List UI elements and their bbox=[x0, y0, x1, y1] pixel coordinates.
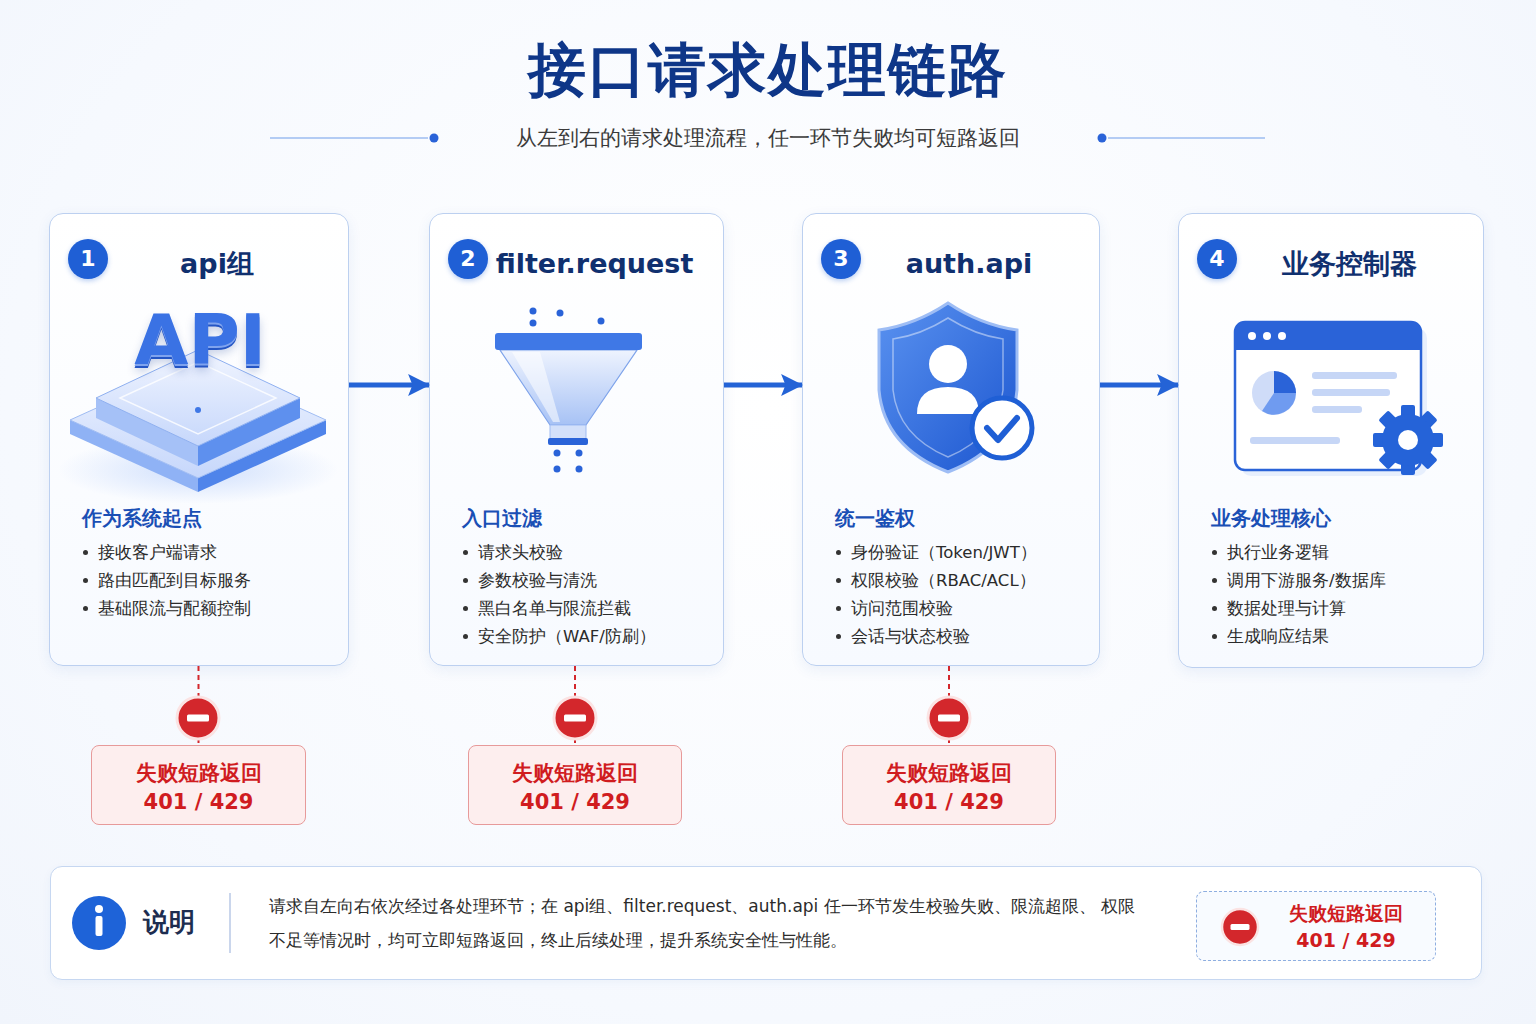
divider-line bbox=[1108, 137, 1265, 139]
error-text: 失败短路返回 bbox=[469, 759, 681, 787]
card-subheading: 作为系统起点 bbox=[82, 504, 202, 532]
step-badge: 4 bbox=[1197, 239, 1237, 279]
bullet-item: 身份验证（Token/JWT） bbox=[851, 541, 1037, 565]
process-card: api组作为系统起点接收客户端请求路由匹配到目标服务基础限流与配额控制 1 bbox=[49, 213, 349, 666]
error-code: 401 / 429 bbox=[843, 788, 1055, 816]
error-return-box: 失败短路返回401 / 429 bbox=[468, 745, 682, 825]
bullet-item: 请求头校验 bbox=[478, 541, 563, 565]
failure-link bbox=[948, 666, 950, 745]
error-return-sample: 失败短路返回 401 / 429 bbox=[1196, 891, 1436, 961]
card-heading: 业务控制器 bbox=[1229, 244, 1469, 284]
illustration-label: API bbox=[105, 300, 295, 380]
step-number: 3 bbox=[821, 239, 861, 279]
bullet-item: 调用下游服务/数据库 bbox=[1227, 569, 1386, 593]
stop-icon bbox=[554, 697, 596, 739]
error-code: 401 / 429 bbox=[1257, 928, 1435, 952]
note-body: 请求自左向右依次经过各处理环节；在 api组、filter.request、au… bbox=[269, 889, 1149, 957]
card-heading: auth.api bbox=[853, 244, 1085, 284]
step-badge: 1 bbox=[68, 239, 108, 279]
process-card: filter.request 入口过滤请求头校验参数校验与清洗黑白名单与限流拦截安… bbox=[429, 213, 724, 666]
error-return-box: 失败短路返回401 / 429 bbox=[842, 745, 1056, 825]
bullet-item: 基础限流与配额控制 bbox=[98, 597, 251, 621]
diagram-title: 接口请求处理链路 bbox=[0, 34, 1536, 106]
bullet-item: 安全防护（WAF/防刷） bbox=[478, 625, 656, 649]
bullet-item: 生成响应结果 bbox=[1227, 625, 1329, 649]
divider-line bbox=[270, 137, 428, 139]
failure-link bbox=[574, 666, 576, 745]
error-code: 401 / 429 bbox=[469, 788, 681, 816]
divider-dot bbox=[1098, 134, 1107, 143]
bullet-item: 接收客户端请求 bbox=[98, 541, 217, 565]
bullet-item: 路由匹配到目标服务 bbox=[98, 569, 251, 593]
process-card: 业务控制器业务处理核心执行业务逻辑调用下游服务/数据库数据处理与计算生成响应结果… bbox=[1178, 213, 1484, 668]
error-code: 401 / 429 bbox=[92, 788, 305, 816]
failure-link bbox=[198, 666, 200, 745]
diagram-caption: 从左到右的请求处理流程，任一环节失败均可短路返回 bbox=[0, 124, 1536, 152]
bullet-item: 会话与状态校验 bbox=[851, 625, 970, 649]
bullet-item: 黑白名单与限流拦截 bbox=[478, 597, 631, 621]
bullet-item: 参数校验与清洗 bbox=[478, 569, 597, 593]
stop-icon bbox=[928, 697, 970, 739]
card-subheading: 入口过滤 bbox=[462, 504, 542, 532]
card-subheading: 统一鉴权 bbox=[835, 504, 915, 532]
error-text: 失败短路返回 bbox=[1257, 901, 1435, 925]
card-subheading: 业务处理核心 bbox=[1211, 504, 1331, 532]
filter-funnel-illustration bbox=[495, 308, 642, 473]
error-text: 失败短路返回 bbox=[92, 759, 305, 787]
stop-icon bbox=[177, 697, 219, 739]
bullet-item: 数据处理与计算 bbox=[1227, 597, 1346, 621]
info-icon bbox=[72, 896, 126, 950]
step-badge: 3 bbox=[821, 239, 861, 279]
step-number: 2 bbox=[448, 239, 488, 279]
flow-arrow bbox=[724, 383, 802, 388]
error-text: 失败短路返回 bbox=[843, 759, 1055, 787]
step-number: 1 bbox=[68, 239, 108, 279]
bullet-item: 访问范围校验 bbox=[851, 597, 953, 621]
card-heading: api组 bbox=[100, 244, 334, 284]
step-badge: 2 bbox=[448, 239, 488, 279]
stop-icon bbox=[1222, 909, 1258, 945]
note-heading: 说明 bbox=[143, 903, 195, 941]
note-box: 说明 请求自左向右依次经过各处理环节；在 api组、filter.request、… bbox=[50, 866, 1482, 980]
bullet-item: 权限校验（RBAC/ACL） bbox=[851, 569, 1036, 593]
bullet-item: 执行业务逻辑 bbox=[1227, 541, 1329, 565]
flow-arrow bbox=[349, 383, 429, 388]
divider-dot bbox=[430, 134, 439, 143]
auth-shield-illustration bbox=[879, 303, 1032, 472]
controller-window-illustration bbox=[1235, 322, 1443, 476]
card-heading: filter.request bbox=[480, 244, 709, 284]
separator-line bbox=[229, 893, 231, 953]
process-card: auth.api 统一鉴权身份验证（Token/JWT） 权限校验（RBAC/ACL… bbox=[802, 213, 1100, 666]
step-number: 4 bbox=[1197, 239, 1237, 279]
error-return-box: 失败短路返回401 / 429 bbox=[91, 745, 306, 825]
flow-arrow bbox=[1100, 383, 1178, 388]
